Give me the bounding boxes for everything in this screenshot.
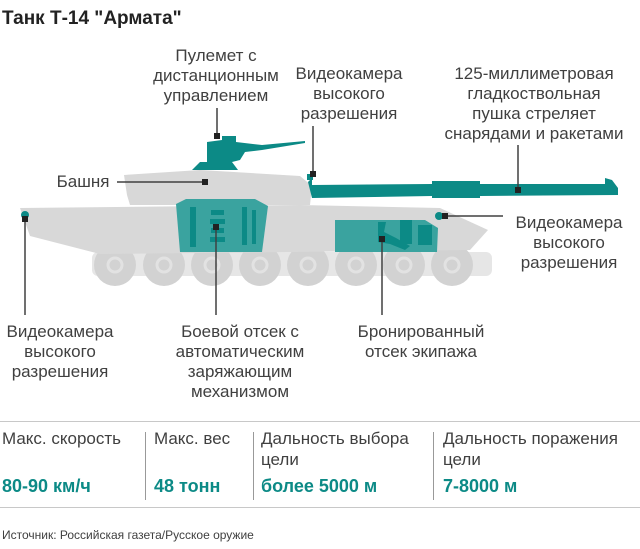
label-camera-front: Видеокамера высокого разрешения (515, 213, 623, 272)
label-camera-rear: Видеокамера высокого разрешения (6, 322, 114, 381)
label-turret: Башня (56, 172, 110, 191)
stat-label: Макс. вес (154, 429, 231, 448)
stat-label: Макс. скорость (2, 429, 122, 448)
label-machine-gun: Пулемет с дистанционным управлением (153, 46, 279, 105)
stat-value: более 5000 м (261, 476, 378, 496)
label-crew-compartment: Бронированный отсек экипажа (357, 322, 485, 361)
stat-label: Дальность выбора цели (261, 429, 409, 469)
turret (124, 170, 312, 205)
stat-max-speed: Макс. скорость 80-90 км/ч (2, 428, 142, 496)
tank-illustration (20, 108, 618, 315)
stat-value: 48 тонн (154, 476, 221, 496)
main-gun (308, 178, 618, 198)
source-note: Источник: Российская газета/Русское оруж… (2, 528, 254, 542)
label-fighting-compartment: Боевой отсек с автоматическим заряжающим… (175, 322, 305, 401)
label-camera-turret: Видеокамера высокого разрешения (295, 64, 403, 123)
stat-separator (253, 432, 254, 500)
machine-gun (192, 136, 305, 170)
stat-target-acquisition-range: Дальность выбора цели более 5000 м (261, 428, 431, 496)
stat-separator (433, 432, 434, 500)
road-wheels (92, 244, 492, 286)
stat-label: Дальность поражения цели (443, 429, 618, 469)
stat-engagement-range: Дальность поражения цели 7-8000 м (443, 428, 639, 496)
stat-separator (145, 432, 146, 500)
stat-value: 7-8000 м (443, 476, 518, 496)
stats-divider-top (0, 421, 640, 422)
label-main-gun: 125-миллиметровая гладкоствольная пушка … (444, 64, 624, 143)
stats-divider-bottom (0, 507, 640, 508)
diagram-title: Танк Т-14 "Армата" (2, 8, 182, 29)
stat-value: 80-90 км/ч (2, 476, 91, 496)
stat-max-weight: Макс. вес 48 тонн (154, 428, 254, 496)
